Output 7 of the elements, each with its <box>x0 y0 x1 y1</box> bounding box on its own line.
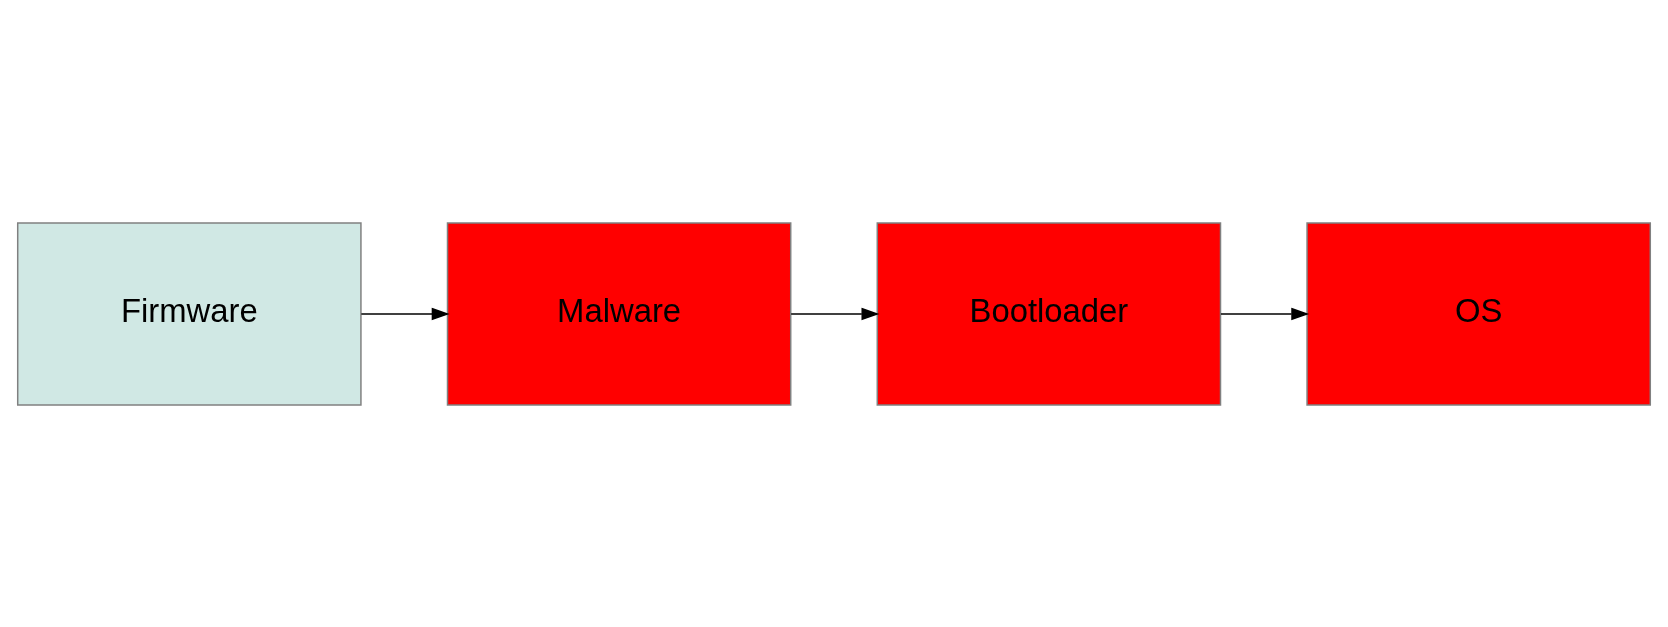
arrow <box>790 307 880 320</box>
node-box: Malware <box>446 221 792 406</box>
node-box: OS <box>1306 221 1652 406</box>
node-box: Firmware <box>16 221 362 406</box>
node-box: Bootloader <box>876 221 1222 406</box>
arrow <box>360 307 450 320</box>
arrow <box>1220 307 1310 320</box>
